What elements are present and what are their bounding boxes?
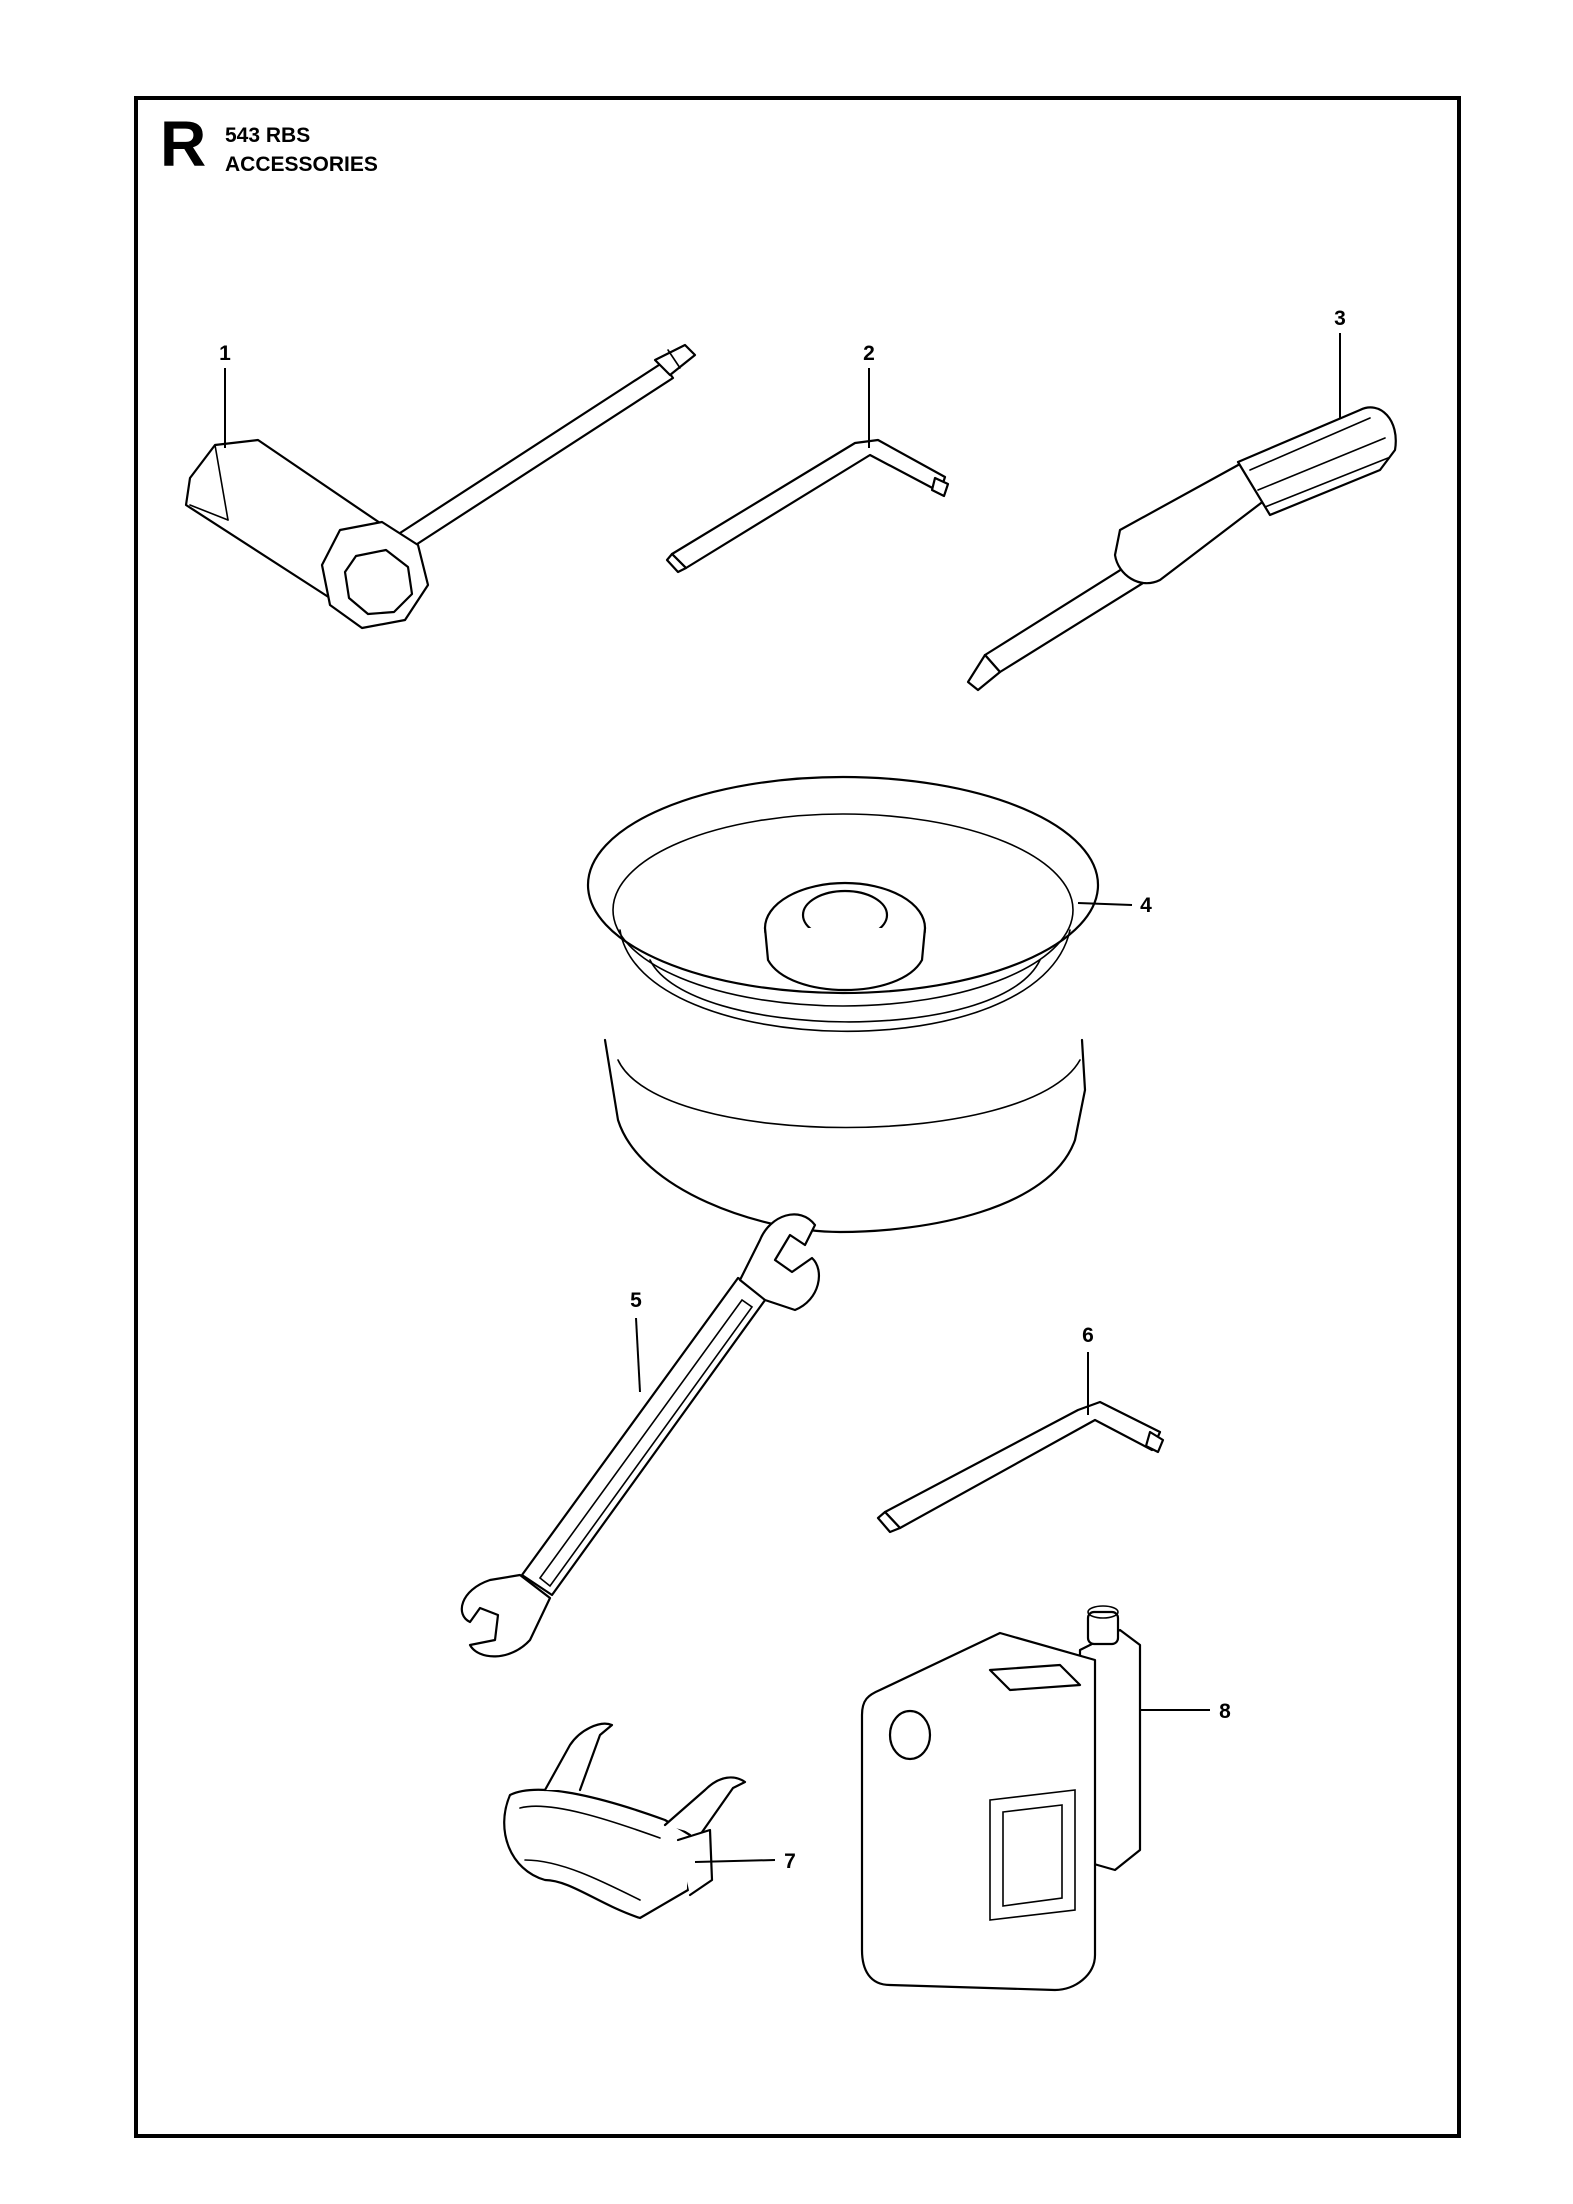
- callout-labels: 1 2 3 4 5 6 7 8: [219, 307, 1346, 1873]
- model-name: 543 RBS: [225, 124, 311, 147]
- hex-key-large-illustration: [876, 1400, 1165, 1534]
- goggles-illustration: [503, 1722, 747, 1920]
- callout-6: 6: [1082, 1324, 1094, 1347]
- screwdriver-illustration: [966, 406, 1397, 692]
- hex-key-small-illustration: [665, 438, 950, 574]
- leader-lines: [224, 333, 1341, 1863]
- spark-plug-wrench-illustration: [184, 343, 697, 630]
- callout-8: 8: [1219, 1700, 1231, 1723]
- page-frame: [134, 96, 1461, 2138]
- callout-4: 4: [1140, 894, 1152, 917]
- fuel-can-illustration: [860, 1605, 1142, 1992]
- callout-3: 3: [1334, 307, 1346, 330]
- open-end-wrench-illustration: [460, 1213, 821, 1658]
- callout-5: 5: [630, 1289, 642, 1312]
- callout-1: 1: [219, 342, 231, 365]
- section-letter: R: [160, 108, 207, 180]
- section-title: ACCESSORIES: [225, 153, 378, 176]
- callout-2: 2: [863, 342, 875, 365]
- support-cup-illustration: [586, 775, 1100, 1234]
- callout-7: 7: [784, 1850, 796, 1873]
